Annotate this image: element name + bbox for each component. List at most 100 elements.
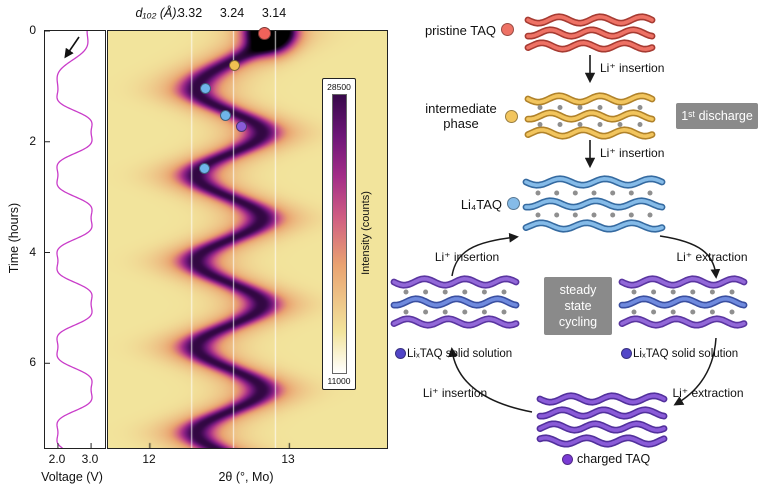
li-ion-dot — [631, 309, 637, 315]
molecule-layer — [524, 199, 664, 209]
li-ion-dot — [442, 309, 448, 315]
intermediate-label-1: intermediate — [425, 101, 497, 116]
first-discharge-label: 1ˢᵗ discharge — [681, 109, 753, 123]
li-ion-dot — [690, 289, 696, 295]
solid-solution-dot-left — [395, 348, 406, 359]
li-ion-dot — [670, 289, 676, 295]
li-ion-dot — [423, 309, 429, 315]
li-ion-dot — [637, 105, 643, 110]
li-ion-dot — [729, 289, 735, 295]
li-ion-dot — [462, 289, 468, 295]
molecule-layer — [526, 94, 654, 104]
steady-state-line-2: state — [564, 299, 592, 313]
li-ion-dot — [554, 190, 560, 196]
initial-discharge-arrow — [64, 36, 80, 59]
li-ion-dot — [610, 190, 616, 196]
d-spacing-axis-label: d₁₀₂ (Å): — [135, 6, 180, 20]
li-ion-dot — [557, 105, 563, 110]
molecule-layer — [620, 297, 746, 307]
time-axis-label: Time (hours) — [7, 202, 21, 274]
li-ion-dot — [709, 289, 715, 295]
li-ion-dot — [501, 309, 507, 315]
li-ion-dot — [647, 190, 653, 196]
steady-state-line-1: steady — [559, 283, 597, 297]
li-ion-dot — [554, 212, 560, 218]
voltage-tick-label-3: 3.0 — [81, 452, 99, 466]
voltage-tick-label-2: 2.0 — [48, 452, 66, 466]
phase-marker — [198, 163, 210, 175]
li-ion-dot — [617, 105, 623, 110]
li-ion-dot — [577, 105, 583, 110]
cycle-arrow-extraction-bottom — [673, 337, 717, 406]
molecule-layer — [392, 317, 518, 327]
li-ion-dot — [462, 309, 468, 315]
voltage-plot — [44, 30, 106, 449]
li-ion-dot — [628, 190, 634, 196]
li-ion-dot — [481, 309, 487, 315]
li-ion-dot — [403, 309, 409, 315]
cycle-arrow-insertion-bottom — [448, 347, 533, 413]
time-tick-label-0: 0 — [29, 23, 36, 37]
phase-marker — [236, 121, 248, 133]
li-extraction-label-1: Li⁺ extraction — [676, 250, 748, 264]
li4taq-label: Li₄TAQ — [460, 197, 502, 212]
time-tick-label-6: 6 — [29, 355, 36, 369]
schematic-drawing — [390, 13, 748, 448]
li-ion-dot — [537, 122, 543, 127]
li-ion-dot — [597, 122, 603, 127]
li-ion-dot — [535, 212, 541, 218]
li-ion-dot — [709, 309, 715, 315]
colorbar-axis-label: Intensity (counts) — [360, 191, 372, 275]
time-tick-label-4: 4 — [29, 245, 36, 259]
molecule-layer — [538, 436, 666, 446]
molecule-layer — [524, 177, 664, 187]
li-ion-dot — [729, 309, 735, 315]
solid-solution-label-left: LiₓTAQ solid solution — [407, 348, 513, 360]
molecule-layer — [526, 41, 654, 51]
time-tick-label-2: 2 — [29, 134, 36, 148]
two-theta-tick-12: 12 — [142, 452, 156, 466]
li-ion-dot — [481, 289, 487, 295]
intermediate-label-2: phase — [443, 116, 479, 131]
li-ion-dot — [537, 105, 543, 110]
colorbar-gradient — [331, 94, 347, 374]
li-ion-dot — [628, 212, 634, 218]
molecule-layer — [526, 111, 654, 121]
molecule-layer — [526, 15, 654, 25]
li-insertion-label-1: Li⁺ insertion — [600, 61, 665, 75]
phase-marker — [219, 110, 231, 122]
li4taq-dot — [507, 197, 520, 210]
two-theta-axis-label: 2θ (°, Mo) — [218, 470, 274, 484]
li-ion-dot — [572, 212, 578, 218]
li-ion-dot — [501, 289, 507, 295]
molecule-layer — [392, 297, 518, 307]
intermediate-dot — [505, 110, 518, 123]
li-ion-dot — [591, 212, 597, 218]
li-insertion-label-3: Li⁺ insertion — [434, 250, 500, 264]
molecule-layer — [524, 221, 664, 231]
steady-state-line-3: cycling — [558, 315, 598, 329]
colorbar: 28500 11000 — [322, 78, 356, 390]
d-spacing-value-1: 3.24 — [219, 6, 245, 20]
molecule-layer — [392, 277, 518, 287]
li-ion-dot — [651, 289, 657, 295]
li-ion-dot — [670, 309, 676, 315]
molecule-layer — [538, 408, 666, 418]
molecule-layer — [538, 394, 666, 404]
cycle-arrow-insertion-top — [451, 232, 519, 277]
colorbar-min-label: 11000 — [327, 376, 351, 386]
first-discharge-box: 1ˢᵗ discharge — [676, 103, 758, 129]
pristine-dot — [501, 23, 514, 36]
li-ion-dot — [572, 190, 578, 196]
li-ion-dot — [557, 122, 563, 127]
solid-solution-label-right: LiₓTAQ solid solution — [633, 348, 739, 360]
li-ion-dot — [577, 122, 583, 127]
li-extraction-label-2: Li⁺ extraction — [672, 386, 744, 400]
molecule-layer — [526, 28, 654, 38]
voltage-axis-label: Voltage (V) — [41, 470, 103, 484]
voltage-curve — [56, 31, 93, 448]
li-insertion-label-4: Li⁺ insertion — [422, 386, 488, 400]
phase-marker — [229, 59, 241, 71]
charged-taq-label: charged TAQ — [577, 452, 651, 466]
li-ion-dot — [442, 289, 448, 295]
